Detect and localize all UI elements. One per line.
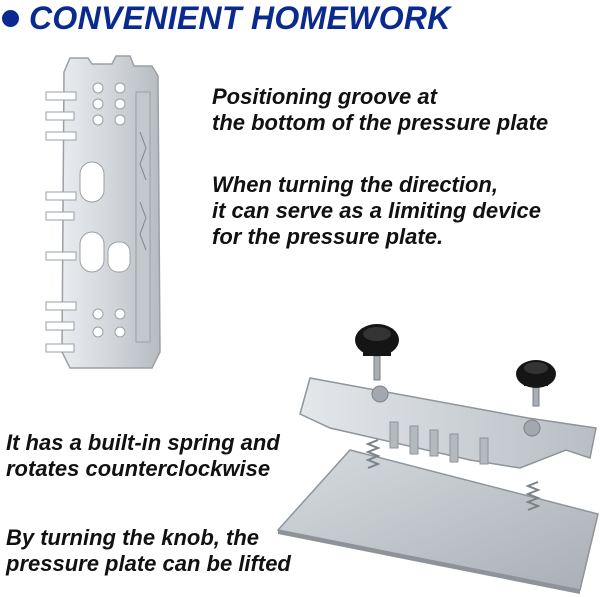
caption-knob: By turning the knob, the pressure plate …	[6, 525, 291, 577]
pressure-plate-underside-illustration	[45, 55, 161, 369]
section-header: CONVENIENT HOMEWORK	[0, 0, 451, 36]
caption-line: It has a built-in spring and	[6, 430, 280, 455]
caption-line: the bottom of the pressure plate	[212, 110, 549, 135]
caption-line: pressure plate can be lifted	[6, 551, 291, 576]
section-title: CONVENIENT HOMEWORK	[29, 0, 451, 36]
caption-line: it can serve as a limiting device	[212, 198, 541, 223]
caption-line: When turning the direction,	[212, 172, 498, 197]
caption-line: Positioning groove at	[212, 84, 437, 109]
caption-spring: It has a built-in spring and rotates cou…	[6, 430, 280, 482]
pressure-plate-assembly-illustration	[276, 324, 599, 594]
bullet-dot-icon	[2, 9, 19, 27]
caption-line: By turning the knob, the	[6, 525, 259, 550]
caption-turning: When turning the direction, it can serve…	[212, 172, 541, 250]
caption-line: rotates counterclockwise	[6, 456, 271, 481]
caption-groove: Positioning groove at the bottom of the …	[212, 84, 548, 136]
caption-line: for the pressure plate.	[212, 224, 444, 249]
